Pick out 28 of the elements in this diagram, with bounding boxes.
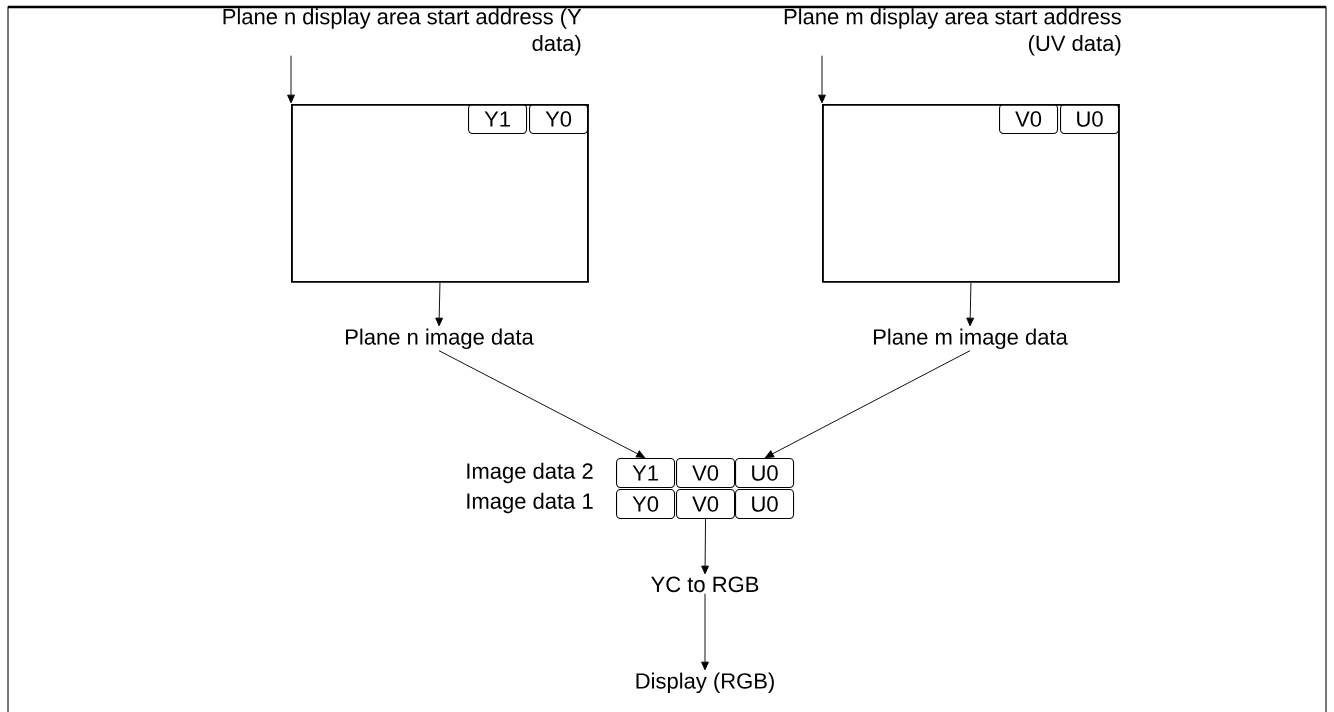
caption-text: YC to RGB <box>651 576 759 593</box>
caption-text: Display (RGB) <box>636 672 774 694</box>
data-cell: Y1 <box>468 104 528 135</box>
arrow <box>287 55 295 104</box>
arrow <box>438 350 645 458</box>
display-area-box <box>822 104 1120 283</box>
data-cell: U0 <box>735 489 795 520</box>
caption-text: Plane n image data <box>346 328 534 350</box>
row-label: Image data 2 <box>467 462 593 484</box>
caption-text: Plane m display area start address (UV data) <box>784 8 1121 56</box>
arrow <box>435 282 444 327</box>
data-cell: U0 <box>1060 104 1120 135</box>
row-label: Image data 1 <box>467 492 593 514</box>
arrow <box>765 350 971 458</box>
data-cell: V0 <box>676 458 736 489</box>
caption-text: Plane m image data <box>873 328 1068 350</box>
data-cell: Y0 <box>616 489 676 520</box>
arrow <box>966 282 975 327</box>
data-cell: U0 <box>735 458 795 489</box>
arrow <box>701 593 709 671</box>
arrow <box>701 518 709 575</box>
data-cell: V0 <box>999 104 1059 135</box>
data-cell: Y0 <box>529 104 589 135</box>
caption-text: Plane n display area start address (Y data) <box>223 8 582 56</box>
arrow <box>818 55 826 104</box>
display-area-box <box>291 104 589 283</box>
data-cell: Y1 <box>616 458 676 489</box>
data-cell: V0 <box>676 489 736 520</box>
